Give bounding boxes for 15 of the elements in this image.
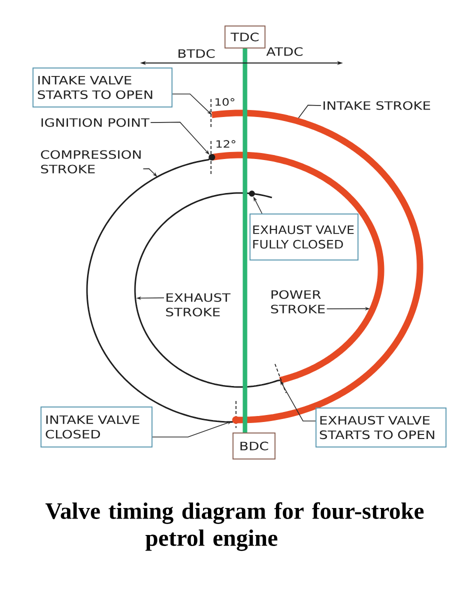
callout-box: INTAKE VALVE STARTS TO OPEN: [32, 68, 172, 108]
caption: Valve timing diagram for four-stroke petrol engine: [45, 502, 424, 551]
label-box: TDC: [224, 26, 266, 48]
callout-label: COMPRESSION STROKE: [40, 150, 141, 174]
callout-box: EXHAUST VALVE STARTS TO OPEN: [316, 408, 446, 448]
label-box: BDC: [232, 432, 276, 460]
angle-label: 10°: [216, 98, 234, 106]
direction-label: BTDC: [178, 49, 215, 58]
callout-box: INTAKE VALVE CLOSED: [40, 406, 152, 448]
callout-label: EXHAUST STROKE: [166, 293, 231, 316]
callout-label: INTAKE STROKE: [324, 101, 430, 110]
direction-label: ATDC: [266, 47, 303, 56]
leader-line: [298, 104, 322, 118]
callout-label: IGNITION POINT: [42, 118, 150, 127]
angle-label: 12°: [216, 140, 236, 148]
